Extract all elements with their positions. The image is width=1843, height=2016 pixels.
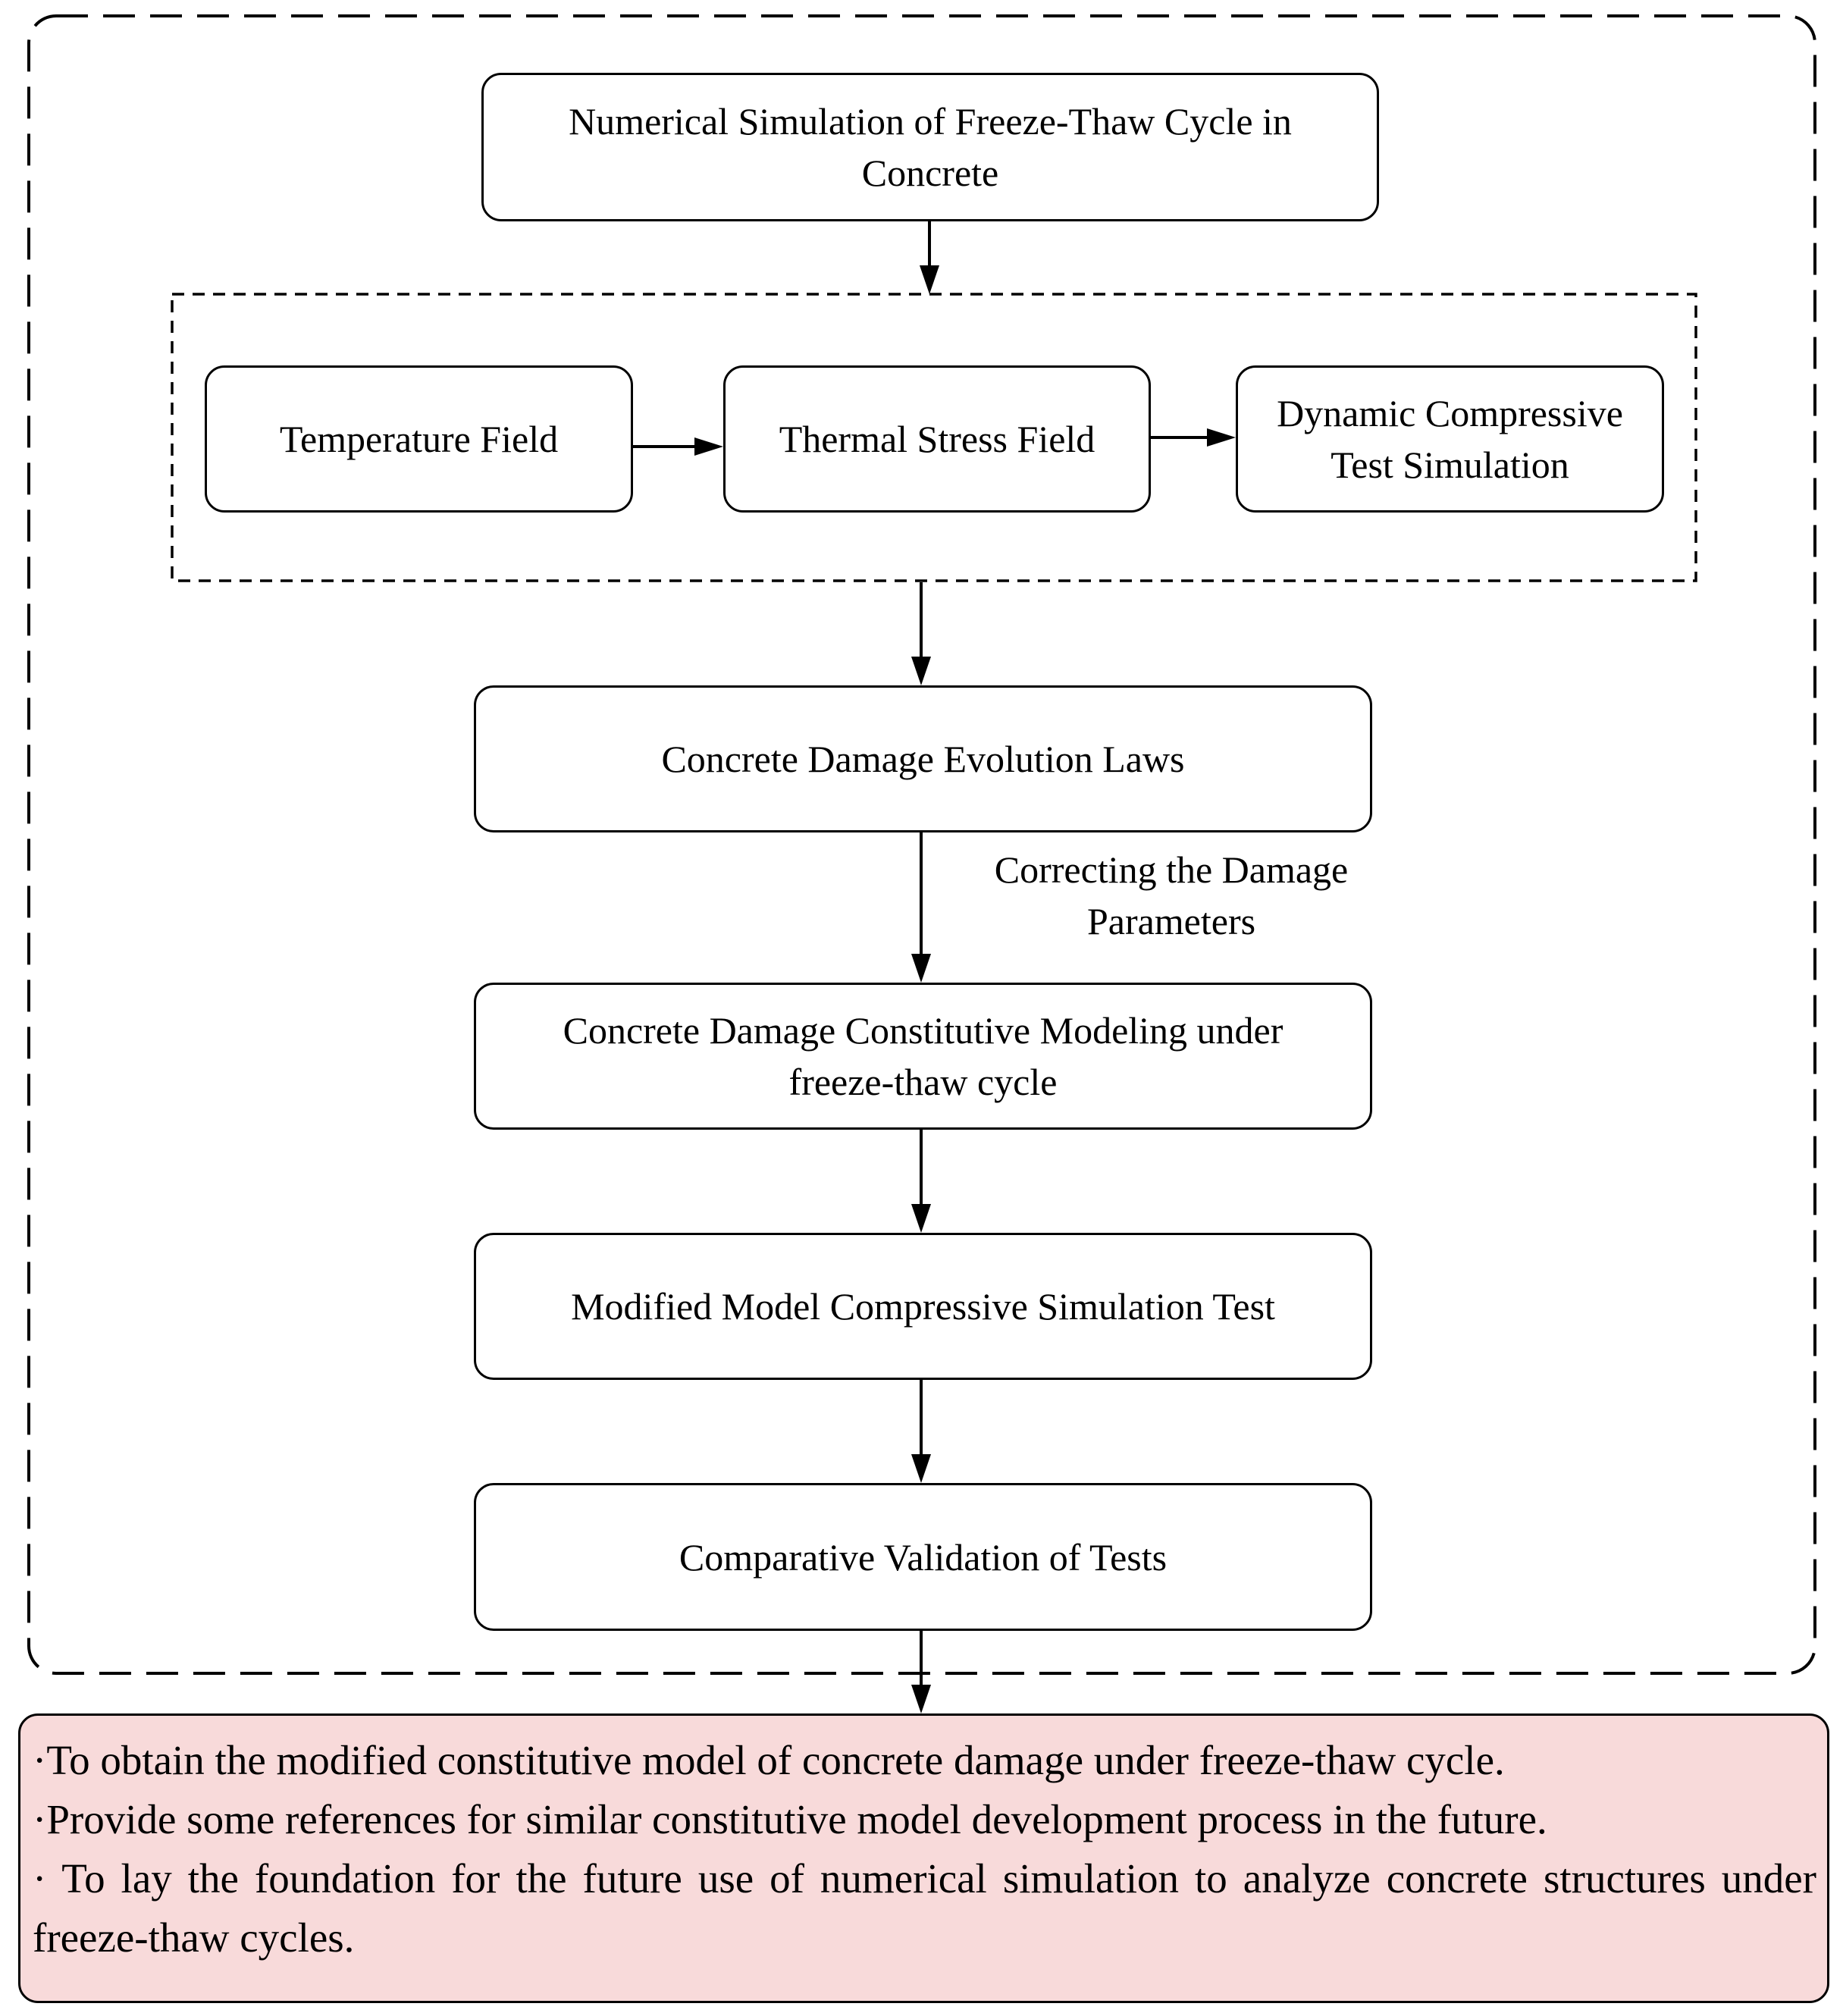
arrow-comparative-to-summary: [911, 1631, 931, 1713]
arrow-start-to-group: [920, 221, 939, 294]
summary-box: ·To obtain the modified constitutive mod…: [18, 1713, 1829, 2003]
node-dynamic-compressive: Dynamic Compressive Test Simulation: [1236, 365, 1664, 513]
arrow-temperature-to-thermal: [633, 437, 723, 456]
node-start-label: Numerical Simulation of Freeze-Thaw Cycl…: [569, 100, 1292, 194]
node-damage-evolution-laws-label: Concrete Damage Evolution Laws: [661, 738, 1185, 780]
node-damage-evolution-laws: Concrete Damage Evolution Laws: [474, 685, 1372, 832]
node-thermal-stress-field-label: Thermal Stress Field: [779, 418, 1095, 460]
node-dynamic-compressive-label: Dynamic Compressive Test Simulation: [1277, 392, 1623, 486]
arrow-group-to-damage-laws: [911, 582, 931, 685]
inner-dashed-group: [171, 293, 1697, 582]
arrow-thermal-to-dynamic: [1151, 428, 1236, 447]
node-constitutive-modeling: Concrete Damage Constitutive Modeling un…: [474, 983, 1372, 1130]
node-temperature-field-label: Temperature Field: [279, 418, 559, 460]
summary-line-3: · To lay the foundation for the future u…: [33, 1855, 1816, 1961]
node-temperature-field: Temperature Field: [205, 365, 633, 513]
summary-line-1: ·To obtain the modified constitutive mod…: [33, 1737, 1505, 1783]
node-start: Numerical Simulation of Freeze-Thaw Cycl…: [481, 73, 1379, 221]
edge-label-correcting: Correcting the Damage Parameters: [948, 844, 1395, 947]
node-comparative-validation: Comparative Validation of Tests: [474, 1483, 1372, 1631]
node-modified-model-test-label: Modified Model Compressive Simulation Te…: [571, 1285, 1275, 1328]
arrow-modified-to-comparative: [911, 1380, 931, 1483]
edge-label-correcting-text: Correcting the Damage Parameters: [994, 848, 1349, 942]
arrow-damage-laws-to-constitutive: [911, 832, 931, 983]
node-thermal-stress-field: Thermal Stress Field: [723, 365, 1151, 513]
node-modified-model-test: Modified Model Compressive Simulation Te…: [474, 1233, 1372, 1380]
node-comparative-validation-label: Comparative Validation of Tests: [679, 1535, 1168, 1579]
arrow-constitutive-to-modified: [911, 1130, 931, 1233]
summary-line-2: ·Provide some references for similar con…: [33, 1796, 1547, 1842]
node-constitutive-modeling-label: Concrete Damage Constitutive Modeling un…: [563, 1009, 1284, 1103]
